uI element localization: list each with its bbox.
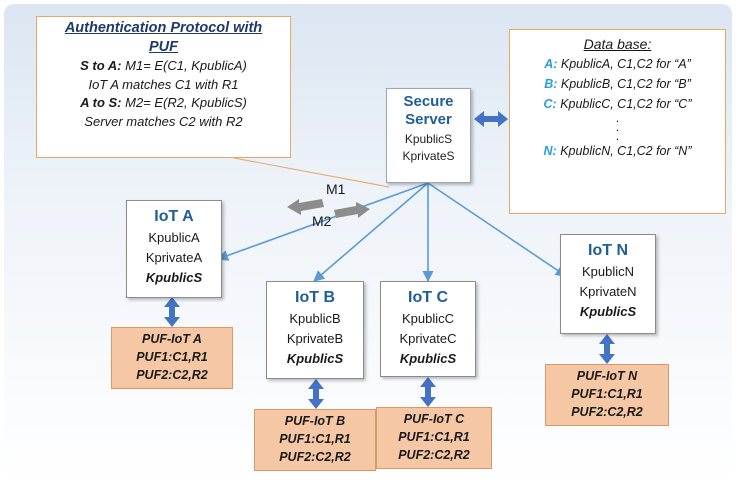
database-row-c: C: KpublicC, C1,C2 for “C” [543, 97, 692, 111]
iot-b-private-key: KprivateB [286, 331, 344, 346]
message-m1-arrow [287, 199, 324, 215]
message-m2-label: M2 [312, 213, 332, 229]
database-row-n: N: KpublicN, C1,C2 for “N” [543, 144, 692, 158]
message-m1-label: M1 [326, 181, 346, 197]
iot-b-title: IoT B [295, 289, 335, 306]
puf-iot-a-pair1: PUF1:C1,R1 [136, 350, 208, 364]
iot-b-device: IoT B KpublicB KprivateB KpublicS [266, 281, 364, 379]
puf-iot-n-pair1: PUF1:C1,R1 [571, 387, 643, 401]
puf-iot-b-pair2: PUF2:C2,R2 [279, 450, 351, 464]
puf-iot-b-pair1: PUF1:C1,R1 [279, 432, 351, 446]
iot-n-public-key: KpublicN [581, 264, 635, 279]
iot-n-device: IoT N KpublicN KprivateN KpublicS [560, 234, 656, 334]
puf-iot-a: PUF-IoT A PUF1:C1,R1 PUF2:C2,R2 [111, 327, 233, 389]
puf-iot-c: PUF-IoT C PUF1:C1,R1 PUF2:C2,R2 [376, 407, 492, 469]
puf-iot-c-title: PUF-IoT C [403, 412, 465, 426]
iot-n-private-key: KprivateN [579, 284, 637, 299]
puf-iot-a-pair2: PUF2:C2,R2 [136, 368, 208, 382]
link-server-iot-a [216, 182, 429, 261]
database-ellipsis: ... [615, 111, 620, 143]
iot-c-puf-arrow [420, 377, 436, 407]
iot-n-title: IoT N [588, 242, 628, 259]
iot-c-device: IoT C KpublicC KprivateC KpublicS [380, 281, 476, 377]
protocol-title-line1: Authentication Protocol with [64, 20, 263, 36]
link-server-iot-b [313, 182, 429, 282]
database-row-a: A: KpublicA, C1,C2 for “A” [544, 57, 691, 71]
database-callout: Data base: A: KpublicA, C1,C2 for “A” B:… [509, 29, 726, 214]
server-public-key: KpublicS [404, 132, 453, 146]
server-database-arrow [474, 111, 508, 127]
protocol-step-2: IoT A matches C1 with R1 [88, 76, 239, 92]
puf-iot-b: PUF-IoT B PUF1:C1,R1 PUF2:C2,R2 [254, 409, 376, 471]
iot-a-public-key: KpublicA [148, 230, 200, 245]
iot-n-puf-arrow [599, 334, 615, 364]
puf-iot-b-title: PUF-IoT B [284, 414, 346, 428]
callout-pointer [233, 157, 390, 188]
puf-iot-c-pair2: PUF2:C2,R2 [398, 448, 470, 462]
iot-n-server-key: KpublicS [579, 304, 637, 319]
puf-iot-n: PUF-IoT N PUF1:C1,R1 PUF2:C2,R2 [545, 364, 669, 426]
protocol-step-3: A to S: M2= E(R2, KpublicS) [80, 95, 247, 110]
message-m2-arrow [334, 202, 370, 218]
protocol-title-line2: PUF [149, 39, 178, 55]
puf-iot-c-pair1: PUF1:C1,R1 [398, 430, 470, 444]
iot-a-private-key: KprivateA [145, 250, 203, 265]
protocol-callout: Authentication Protocol with PUF S to A:… [36, 16, 291, 158]
iot-a-device: IoT A KpublicA KprivateA KpublicS [126, 200, 222, 298]
iot-b-server-key: KpublicS [286, 351, 344, 366]
protocol-step-1: S to A: M1= E(C1, KpublicA) [80, 58, 247, 73]
iot-b-puf-arrow [308, 379, 324, 409]
iot-a-title: IoT A [154, 208, 194, 225]
server-private-key: KprivateS [402, 149, 455, 163]
puf-iot-n-pair2: PUF2:C2,R2 [571, 405, 643, 419]
iot-c-public-key: KpublicC [401, 311, 455, 326]
diagram-canvas: M1 M2 Authentication Protocol with PUF S… [4, 4, 732, 484]
database-row-b: B: KpublicB, C1,C2 for “B” [544, 77, 691, 91]
iot-a-puf-arrow [164, 297, 180, 327]
iot-b-public-key: KpublicB [289, 311, 341, 326]
iot-c-private-key: KprivateC [399, 331, 457, 346]
connector-layer: M1 M2 [164, 111, 615, 409]
iot-a-server-key: KpublicS [145, 270, 203, 285]
link-server-iot-n [427, 182, 567, 277]
puf-iot-a-title: PUF-IoT A [142, 332, 202, 346]
puf-iot-n-title: PUF-IoT N [576, 369, 638, 383]
protocol-step-4: Server matches C2 with R2 [84, 113, 243, 129]
iot-c-server-key: KpublicS [399, 351, 457, 366]
iot-c-title: IoT C [408, 289, 448, 306]
database-title: Data base: [583, 36, 652, 52]
